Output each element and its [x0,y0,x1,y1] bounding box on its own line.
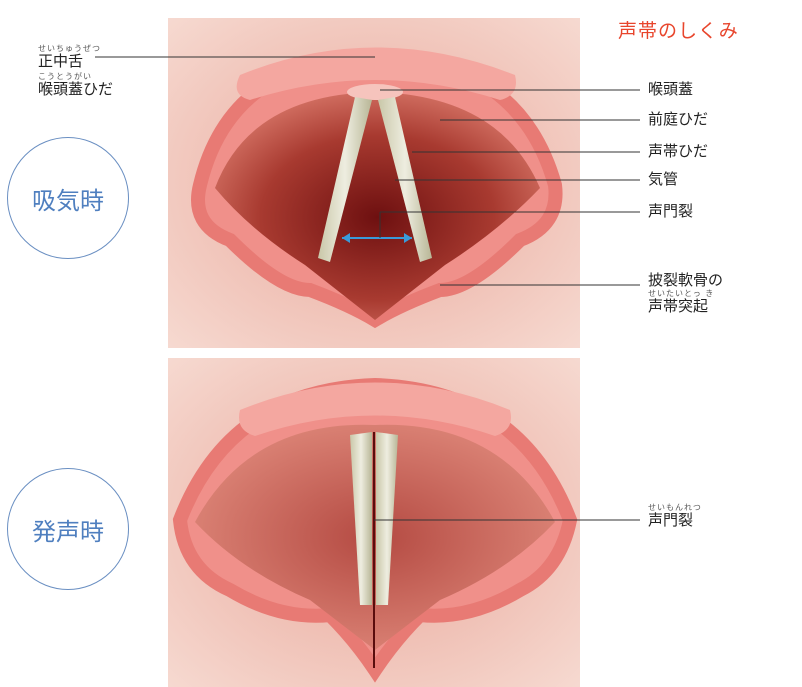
leader-lines-top [95,56,640,286]
state-label-phonation: 発声時 [7,468,129,590]
label-vocal-fold: 声帯ひだ [648,142,709,160]
label-vestibular-fold: 前庭ひだ [648,110,709,128]
label-arytenoid: 披裂軟骨のせいたいとっ き声帯突起 [648,271,724,315]
label-glottis-phonation: せいもんれつ声門裂 [648,503,702,529]
state-label-inhale: 吸気時 [7,137,129,259]
label-epiglottic-fold: こうとうがい喉頭蓋ひだ [38,72,114,98]
label-epiglottis: 喉頭蓋 [648,80,694,98]
phonation-illustration [168,358,640,687]
label-median-tongue: せいちゅうぜつ正中舌 [38,44,101,70]
inhale-illustration [95,18,640,348]
diagram-title: 声帯のしくみ [618,20,739,42]
label-trachea: 気管 [648,170,679,188]
label-glottis: 声門裂 [648,202,694,220]
